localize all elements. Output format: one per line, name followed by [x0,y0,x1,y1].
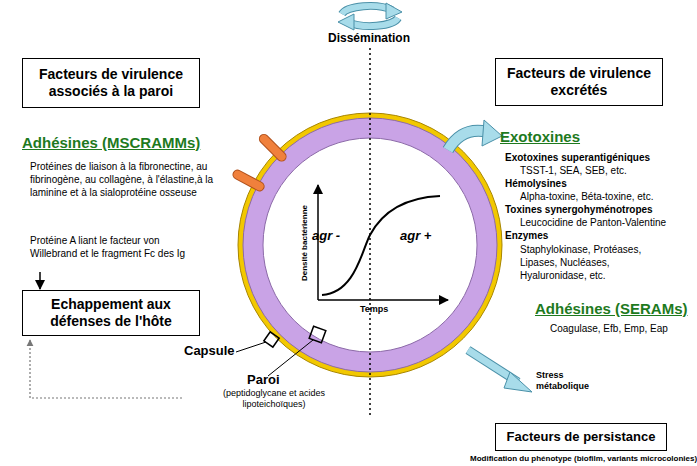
dotted-leader [30,340,182,398]
factor-text: Modification du phénotype (biofilm, vari… [470,454,697,464]
box-text: Facteurs de virulence associés à la paro… [29,66,193,100]
factor-text: Leucocidine de Panton-Valentine [520,217,666,229]
category-label: Toxines synergohyménotropes [505,204,653,216]
dotted-divider [369,48,371,418]
category-label: Enzymes [505,230,548,242]
axis-label: Temps [360,304,388,315]
pointer-arrow [39,272,41,289]
excretion-arrow [448,120,502,150]
category-label: Exotoxines superantigéniques [505,152,650,164]
flow-label: Dissémination [328,31,410,45]
cycle-arrows [338,3,402,30]
factor-text: Staphylokinase, Protéases, Lipases, Nucl… [520,243,650,282]
part-label: Capsule [184,343,235,359]
factor-text: Protéine A liant le facteur von Willebra… [30,234,208,260]
outlined-box: Facteurs de virulence excrétés [495,58,663,106]
axis-label: Densité bactérienne [300,205,310,281]
phase-label: agr - [312,228,340,244]
section-heading: Adhésines (MSCRAMMs) [22,134,200,152]
box-text: Echappement aux défenses de l'hôte [29,296,193,330]
flow-label: Stress métabolique [536,370,606,392]
factor-text: Protéines de liaison à la fibronectine, … [30,160,215,199]
factor-text: Alpha-toxine, Béta-toxine, etc. [520,191,653,203]
outlined-box: Facteurs de virulence associés à la paro… [22,58,200,108]
wall-markers [236,326,326,376]
stress-arrow [468,350,532,392]
category-label: Hémolysines [505,178,567,190]
part-label: Paroi [247,372,280,388]
phase-label: agr + [400,228,431,244]
outlined-box: Echappement aux défenses de l'hôte [22,290,200,336]
box-text: Facteurs de virulence excrétés [502,65,656,99]
factor-text: TSST-1, SEA, SEB, etc. [520,165,627,177]
box-text: Facteurs de persistance [507,429,656,445]
part-note: (peptidoglycane et acides lipoteichoïque… [215,388,333,410]
section-heading: Exotoxines [500,128,580,146]
adhesin-rods [238,139,282,187]
outlined-box: Facteurs de persistance [495,423,667,451]
factor-text: Coagulase, Efb, Emp, Eap [550,323,668,335]
section-heading: Adhésines (SERAMs) [535,300,688,318]
